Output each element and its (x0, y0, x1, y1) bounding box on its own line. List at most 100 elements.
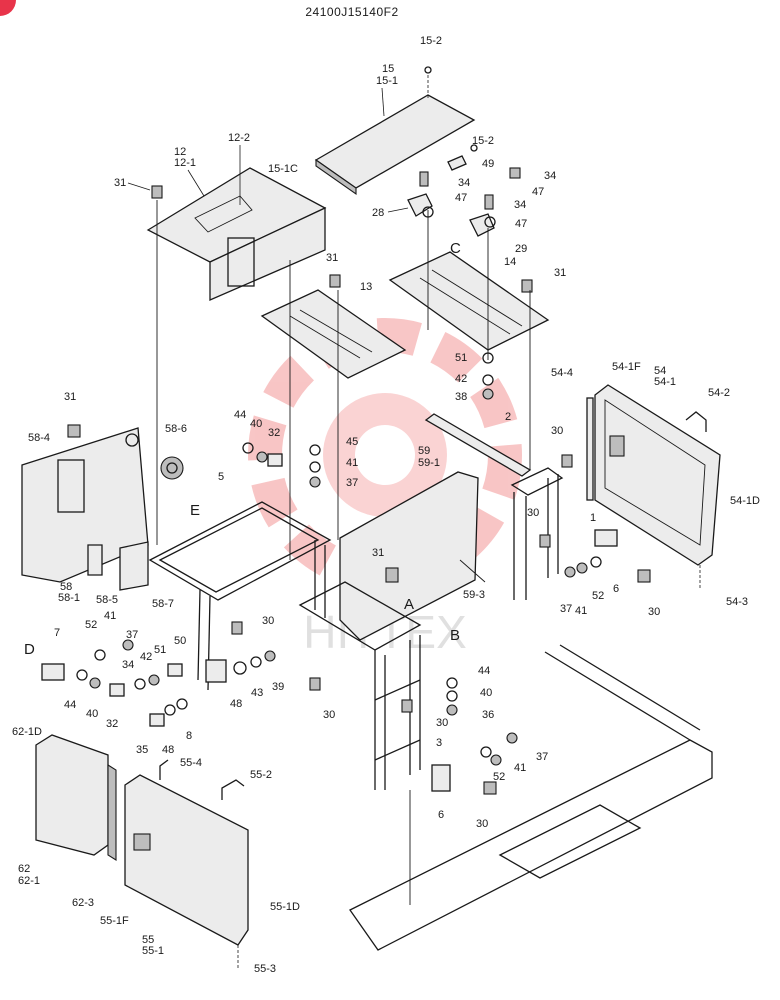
label-52-a: 52 (592, 590, 604, 602)
label-34-c: 34 (514, 199, 526, 211)
label-54-1: 54-1 (654, 376, 676, 388)
label-view-b: B (450, 627, 460, 644)
label-55-4: 55-4 (180, 757, 202, 769)
label-45: 45 (346, 436, 358, 448)
label-36: 36 (482, 709, 494, 721)
label-54-3: 54-3 (726, 596, 748, 608)
label-55-1d: 55-1D (270, 901, 300, 913)
label-48-a: 48 (162, 744, 174, 756)
cover-panel-62 (35, 734, 117, 861)
label-37-c: 37 (126, 629, 138, 641)
label-37-d: 37 (536, 751, 548, 763)
upright-post-1 (431, 467, 618, 792)
drawing-number: 24100J15140F2 (305, 5, 398, 19)
label-55-1f: 55-1F (100, 915, 129, 927)
label-7: 7 (54, 627, 60, 639)
label-32-b: 32 (106, 718, 118, 730)
label-44-a: 44 (234, 409, 246, 421)
label-6-a: 6 (613, 583, 619, 595)
label-15-2: 15-2 (420, 35, 442, 47)
inner-panel-59 (339, 471, 486, 641)
label-12: 12 (174, 146, 186, 158)
label-34-d: 34 (122, 659, 134, 671)
label-30-f: 30 (436, 717, 448, 729)
side-panel-58 (21, 424, 184, 591)
label-15-1c: 15-1C (268, 163, 298, 175)
label-34-b: 34 (458, 177, 470, 189)
label-29: 29 (515, 243, 527, 255)
label-39: 39 (272, 681, 284, 693)
label-2: 2 (505, 411, 511, 423)
label-47-a: 47 (532, 186, 544, 198)
label-41-c: 41 (104, 610, 116, 622)
label-62-3: 62-3 (72, 897, 94, 909)
label-view-d: D (24, 641, 35, 658)
label-41-d: 41 (514, 762, 526, 774)
door-panel-54 (586, 384, 721, 590)
label-50: 50 (174, 635, 186, 647)
label-55: 55 (142, 934, 154, 946)
label-58-4: 58-4 (28, 432, 50, 444)
label-40-c: 40 (480, 687, 492, 699)
label-view-c: C (450, 240, 461, 257)
label-30-a: 30 (551, 425, 563, 437)
label-8: 8 (186, 730, 192, 742)
label-32-a: 32 (268, 427, 280, 439)
label-30-b: 30 (527, 507, 539, 519)
label-59: 59 (418, 445, 430, 457)
side-panel-12 (146, 167, 327, 301)
label-58-7: 58-7 (152, 598, 174, 610)
label-42-b: 42 (140, 651, 152, 663)
label-13: 13 (360, 281, 372, 293)
label-31-b: 31 (326, 252, 338, 264)
hardware-fasteners (41, 442, 651, 795)
top-cover-15 (314, 66, 476, 196)
label-31-a: 31 (114, 177, 126, 189)
label-14: 14 (504, 256, 516, 268)
part-labels: 15-2 15 15-1 15-2 15-1C 49 34 34 34 47 4… (12, 35, 760, 975)
label-51-b: 51 (154, 644, 166, 656)
label-6-b: 6 (438, 809, 444, 821)
label-44-b: 44 (64, 699, 76, 711)
front-panel-55 (124, 759, 249, 968)
label-31-c: 31 (554, 267, 566, 279)
label-view-a: A (404, 596, 414, 613)
label-62-1: 62-1 (18, 875, 40, 887)
label-34-a: 34 (544, 170, 556, 182)
label-58-6: 58-6 (165, 423, 187, 435)
label-35: 35 (136, 744, 148, 756)
label-42-a: 42 (455, 373, 467, 385)
perforated-plate-14 (388, 251, 550, 400)
label-37-b: 37 (560, 603, 572, 615)
label-48-b: 48 (230, 698, 242, 710)
label-58-5: 58-5 (96, 594, 118, 606)
label-54-1d: 54-1D (730, 495, 760, 507)
label-5: 5 (218, 471, 224, 483)
label-40-b: 40 (86, 708, 98, 720)
label-30-e: 30 (323, 709, 335, 721)
label-38: 38 (455, 391, 467, 403)
label-51-a: 51 (455, 352, 467, 364)
label-59-3: 59-3 (463, 589, 485, 601)
label-58-1: 58-1 (58, 592, 80, 604)
label-52-c: 52 (493, 771, 505, 783)
label-37-a: 37 (346, 477, 358, 489)
label-30-c: 30 (648, 606, 660, 618)
label-view-e: E (190, 502, 200, 519)
label-30-g: 30 (476, 818, 488, 830)
label-54-2: 54-2 (708, 387, 730, 399)
label-1: 1 (590, 512, 596, 524)
label-47-c: 47 (515, 218, 527, 230)
label-15-1: 15-1 (376, 75, 398, 87)
label-58: 58 (60, 581, 72, 593)
label-62-1d: 62-1D (12, 726, 42, 738)
label-62: 62 (18, 863, 30, 875)
label-55-1: 55-1 (142, 945, 164, 957)
latch-bolts (407, 144, 521, 237)
base-frame (349, 644, 713, 951)
label-54-4: 54-4 (551, 367, 573, 379)
label-41-a: 41 (346, 457, 358, 469)
assembly-guide-lines (156, 200, 531, 905)
